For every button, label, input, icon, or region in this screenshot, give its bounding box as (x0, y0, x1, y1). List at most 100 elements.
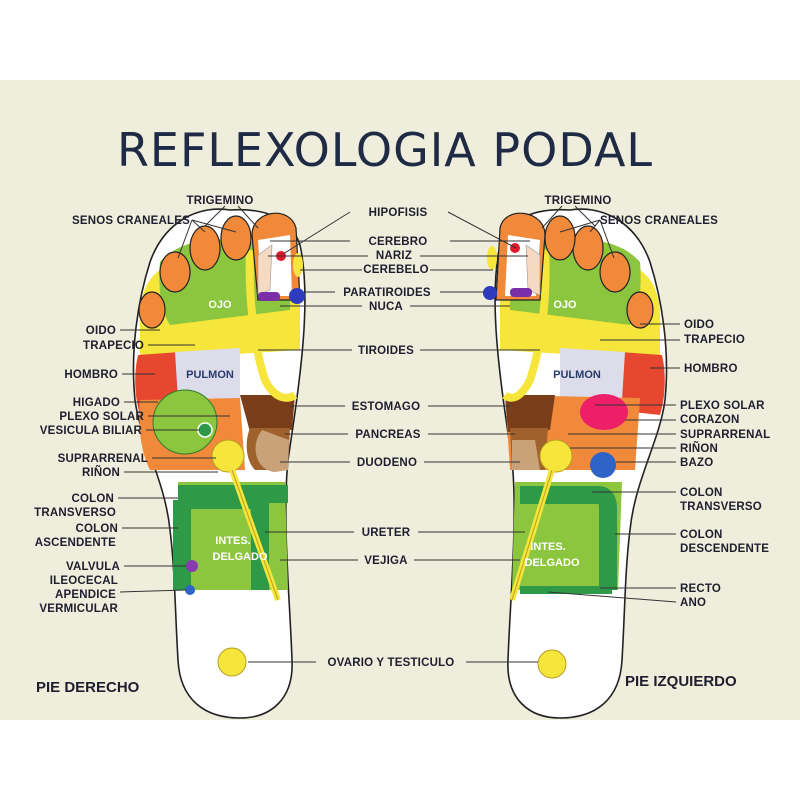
left-toe-2 (544, 215, 576, 261)
r-label-trapecio: TRAPECIO (83, 340, 144, 352)
right-foot-pulmon-zone (175, 348, 240, 400)
right-foot-nuca (258, 292, 280, 301)
right-foot-estomago-zone (240, 395, 295, 432)
r-label-valvula: VALVULA (66, 561, 120, 573)
left-pulmon-label: PULMON (553, 369, 601, 381)
r-label-vermicular: VERMICULAR (39, 603, 118, 615)
l-label-oido: OIDO (684, 319, 714, 331)
r-label-ascendente: ASCENDENTE (35, 537, 116, 549)
right-foot-cerebelo (293, 253, 303, 277)
l-label-rinon: RIÑON (680, 442, 718, 455)
l-label-corazon: CORAZON (680, 414, 740, 426)
left-foot-cerebelo (487, 246, 497, 270)
right-ojo-label: OJO (208, 299, 232, 311)
l-label-hombro: HOMBRO (684, 363, 738, 375)
right-foot-paratiroides (289, 288, 305, 304)
right-toe-4 (159, 251, 191, 293)
center-labels: HIPOFISIS CEREBRO NARIZ CEREBELO PARATIR… (248, 207, 540, 669)
leader-r-senos (177, 219, 237, 259)
leader-l-senos (559, 219, 615, 259)
left-foot-ovario (537, 649, 567, 679)
diagram-background (0, 80, 800, 720)
label-tiroides: TIROIDES (358, 345, 414, 357)
leader-r-trigemino (204, 205, 259, 229)
r-label-colon-1: COLON (71, 493, 114, 505)
left-foot-paratiroides (483, 286, 497, 300)
l-label-plexo: PLEXO SOLAR (680, 400, 765, 412)
left-foot-caption: PIE IZQUIERDO (625, 673, 737, 690)
label-pancreas: PANCREAS (355, 429, 420, 441)
right-foot-vesicula-circle (197, 422, 213, 438)
l-label-transverso: TRANSVERSO (680, 501, 762, 513)
right-foot-apendice (185, 585, 195, 595)
l-label-ano: ANO (680, 597, 706, 609)
l-label-colon-2: COLON (680, 529, 723, 541)
r-label-transverso: TRANSVERSO (34, 507, 116, 519)
r-label-plexo: PLEXO SOLAR (59, 411, 144, 423)
left-foot-nuca (510, 288, 532, 297)
r-label-higado: HIGADO (73, 397, 120, 409)
label-vejiga: VEJIGA (364, 555, 407, 567)
right-foot-ovario (217, 647, 247, 677)
right-foot: OJO PULMON INTES. DELGADO (132, 208, 306, 719)
left-foot-pulmon-zone (560, 348, 625, 400)
l-label-colon-1: COLON (680, 487, 723, 499)
right-toe-2 (220, 215, 252, 261)
label-nariz: NARIZ (376, 250, 412, 262)
leader-l-ano (547, 591, 677, 603)
r-label-vesicula: VESICULA BILIAR (40, 425, 143, 437)
diagram-title: REFLEXOLOGIA PODAL (117, 123, 653, 177)
r-label-colon-2: COLON (75, 523, 118, 535)
r-label-suprarrenal: SUPRARRENAL (58, 453, 148, 465)
left-intes-label: INTES. (530, 541, 565, 553)
right-foot-valvula (186, 560, 198, 572)
left-foot-bazo (590, 452, 616, 478)
left-foot-toes (483, 212, 654, 329)
label-ureter: URETER (362, 527, 411, 539)
left-foot: OJO PULMON INTES. DELGADO (483, 208, 668, 719)
label-estomago: ESTOMAGO (352, 401, 420, 413)
l-label-bazo: BAZO (680, 457, 713, 469)
left-foot-colon-descendente (520, 486, 617, 590)
r-label-ileocecal: ILEOCECAL (50, 575, 118, 587)
l-label-trigemino: TRIGEMINO (545, 195, 612, 207)
right-foot-colon-transverso (178, 485, 288, 503)
label-cerebro: CEREBRO (369, 236, 428, 248)
r-label-rinon: RIÑON (82, 466, 120, 479)
r-label-senos: SENOS CRANEALES (72, 215, 190, 227)
r-label-trigemino: TRIGEMINO (187, 195, 254, 207)
right-toe-nariz (257, 244, 273, 296)
right-toe-3 (189, 225, 221, 271)
left-foot-labels: TRIGEMINO SENOS CRANEALES OIDO TRAPECIO … (541, 195, 770, 690)
left-foot-ureter-outline (511, 469, 553, 601)
leader-r-apendice (119, 589, 187, 593)
label-nuca: NUCA (369, 301, 403, 313)
right-foot-caption: PIE DERECHO (36, 679, 140, 696)
r-label-hombro: HOMBRO (64, 369, 118, 381)
right-foot-higado-circle (152, 389, 218, 455)
right-foot-ureter-outline (231, 469, 279, 601)
left-foot-rinon-circle (539, 439, 573, 473)
label-ovario: OVARIO Y TESTICULO (328, 657, 455, 669)
left-foot-estomago-brown (505, 395, 555, 432)
l-label-senos: SENOS CRANEALES (600, 215, 718, 227)
label-duodeno: DUODENO (357, 457, 417, 469)
l-label-descendente: DESCENDENTE (680, 543, 769, 555)
right-foot-toes (138, 212, 305, 329)
right-pulmon-label: PULMON (186, 369, 234, 381)
leader-hipofisis (282, 211, 517, 255)
right-foot-labels: TRIGEMINO SENOS CRANEALES OIDO TRAPECIO … (34, 195, 259, 696)
label-hipofisis: HIPOFISIS (369, 207, 428, 219)
left-delgado-label: DELGADO (525, 557, 580, 569)
left-ojo-label: OJO (553, 299, 577, 311)
r-label-oido: OIDO (86, 325, 116, 337)
right-foot-spine-line (245, 249, 298, 402)
r-label-apendice: APENDICE (55, 589, 116, 601)
left-foot-corazon (580, 394, 628, 430)
left-foot-spine-line (502, 249, 550, 402)
left-toe-3 (572, 225, 604, 271)
right-delgado-label: DELGADO (213, 551, 268, 563)
right-toe-small (138, 291, 166, 329)
label-paratiroides: PARATIROIDES (343, 287, 431, 299)
